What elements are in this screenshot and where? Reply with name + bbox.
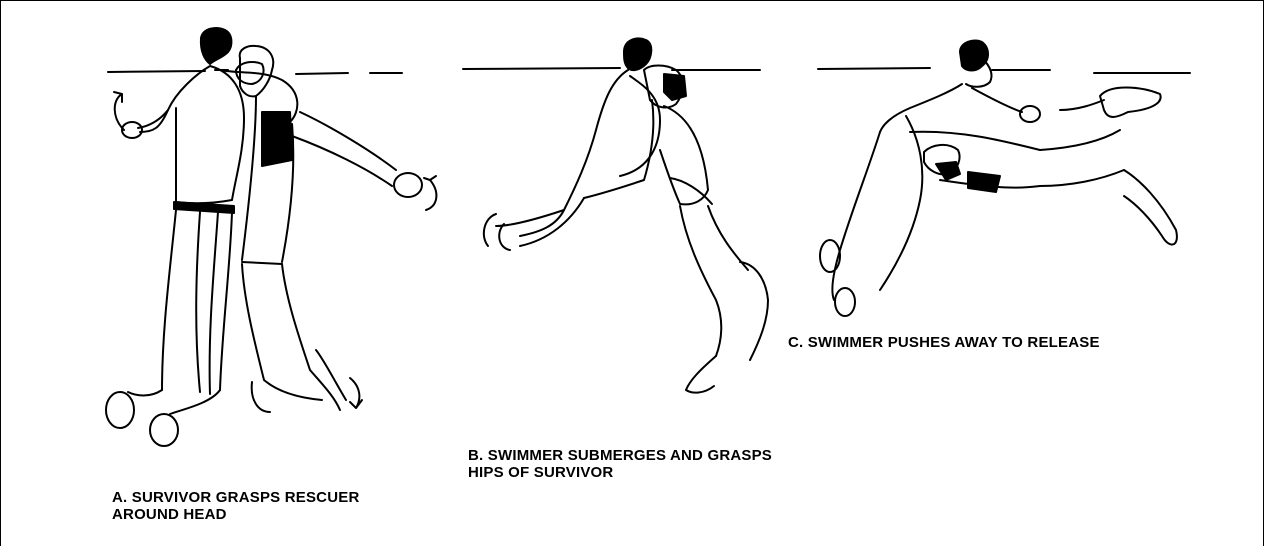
survivor-hand-c xyxy=(1020,106,1040,122)
survivor-feet-b xyxy=(484,214,510,250)
rescuer-legs-c xyxy=(1040,130,1124,186)
rescuer-calf-c xyxy=(1060,100,1104,110)
survivor-foot-right xyxy=(150,414,178,446)
rotation-arrow-right xyxy=(424,176,436,210)
rescuer-legs-b xyxy=(680,206,748,356)
caption-b: B. SWIMMER SUBMERGES AND GRASPS HIPS OF … xyxy=(468,447,772,481)
survivor-head xyxy=(201,28,232,64)
panel-b-illustration xyxy=(463,39,768,393)
survivor-belt xyxy=(174,202,234,213)
rescuer-torso-b xyxy=(660,106,708,204)
caption-a-line-1: A. SURVIVOR GRASPS RESCUER xyxy=(112,489,359,506)
caption-c-line-1: C. SWIMMER PUSHES AWAY TO RELEASE xyxy=(788,334,1100,351)
rescuer-fin-c2 xyxy=(1124,170,1177,245)
rotation-arrow-foot xyxy=(350,378,362,408)
survivor-body-c xyxy=(832,116,922,300)
caption-c: C. SWIMMER PUSHES AWAY TO RELEASE xyxy=(788,334,1100,351)
caption-b-line-1: B. SWIMMER SUBMERGES AND GRASPS xyxy=(468,447,772,464)
rescuer-head xyxy=(240,46,274,97)
survivor-arm-c xyxy=(880,84,1022,132)
caption-a-line-2: AROUND HEAD xyxy=(112,506,359,523)
rescuer-fin-b1 xyxy=(740,262,768,360)
survivor-foot-c2 xyxy=(835,288,855,316)
survivor-body-b xyxy=(520,70,653,236)
panel-a-illustration xyxy=(106,28,436,446)
panel-c-illustration xyxy=(818,40,1190,316)
survivor-foot-c1 xyxy=(820,240,840,272)
rescuer-shirt-dark xyxy=(262,112,292,166)
survivor-legs xyxy=(162,210,232,394)
rescuer-legs xyxy=(242,264,340,410)
survivor-foot-left xyxy=(106,392,134,428)
rescuer-shorts-c xyxy=(968,172,1000,192)
survivor-legs-b xyxy=(496,198,584,246)
caption-a: A. SURVIVOR GRASPS RESCUER AROUND HEAD xyxy=(112,489,359,523)
water-surface-c xyxy=(818,68,1190,73)
rescuer-mask-c xyxy=(936,162,960,180)
rescuer-mask-b xyxy=(664,74,686,100)
rescuer-fist-a xyxy=(394,173,422,197)
survivor-ankles xyxy=(128,390,220,414)
rescuer-fin-b2 xyxy=(686,356,716,393)
rescuer-shorts-b xyxy=(670,178,712,204)
survivor-head-b xyxy=(624,39,651,71)
survivor-body xyxy=(140,66,244,203)
rescuer-fin-c1 xyxy=(1100,88,1161,118)
rotation-arrow-left xyxy=(114,92,124,130)
water-surface-b xyxy=(463,68,760,70)
survivor-head-c xyxy=(960,40,988,70)
rescuer-right-arm xyxy=(292,112,396,186)
caption-b-line-2: HIPS OF SURVIVOR xyxy=(468,464,772,481)
